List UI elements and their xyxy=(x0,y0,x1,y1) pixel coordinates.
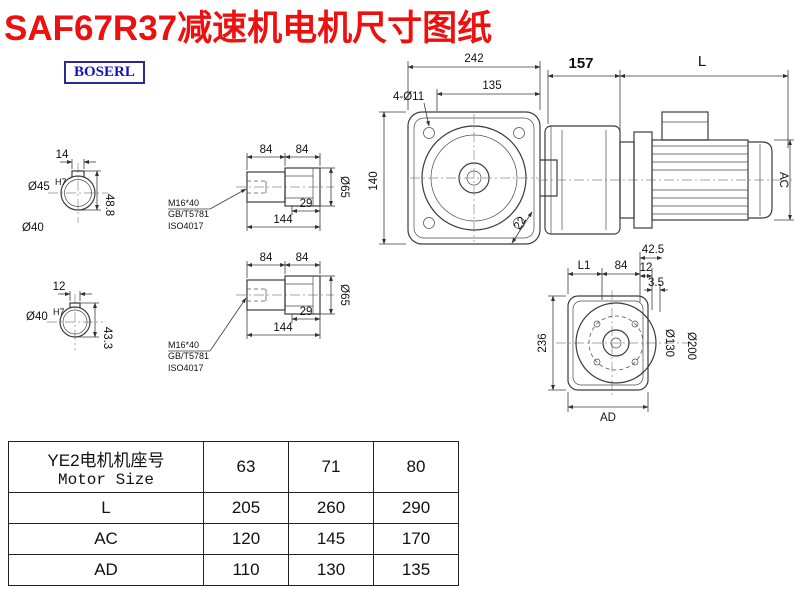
table-value-cell: 145 xyxy=(288,523,374,555)
dim-22: 22 xyxy=(512,215,529,232)
dim-AC: AC xyxy=(777,172,789,188)
dim-bore-tol-top: H7 xyxy=(55,177,67,187)
dim-flange-dia: Ø200 xyxy=(685,332,697,360)
dim-242: 242 xyxy=(464,53,483,65)
thread-callout-bottom: M16*40 xyxy=(168,340,199,350)
dim-84-rear: 84 xyxy=(615,260,628,272)
brand-logo: BOSERL xyxy=(64,61,145,84)
table-value-cell: 130 xyxy=(288,554,374,586)
std1-top: GB/T5781 xyxy=(168,209,209,219)
dim-bore-bottom: Ø40 xyxy=(26,311,48,323)
gearbox-front-view: 242 135 4-Ø11 140 22 xyxy=(368,53,558,245)
table-motor-label-cn: YE2电机机座号 xyxy=(47,450,165,470)
dim-bore-tol-bottom: H7 xyxy=(53,307,65,317)
shaft-profile-bottom: 84 84 29 144 Ø65 M16*40 GB/T5781 ISO4017 xyxy=(168,252,350,373)
dim-3-5: 3.5 xyxy=(648,277,664,289)
table-value-cell: 205 xyxy=(203,492,289,524)
label-bolt-holes: 4-Ø11 xyxy=(393,91,424,103)
dim-144-bottom: 144 xyxy=(273,322,293,334)
hollow-shaft-end-view-top: 14 Ø45 H7 48.8 Ø40 xyxy=(22,149,115,234)
dim-84b-top: 84 xyxy=(296,144,309,156)
dim-84a-top: 84 xyxy=(260,144,273,156)
dim-144-top: 144 xyxy=(273,214,293,226)
table-size-cell: 80 xyxy=(373,441,459,493)
dim-84b-bottom: 84 xyxy=(296,252,309,264)
dim-157: 157 xyxy=(568,55,593,72)
table-row-label: AC xyxy=(8,523,204,555)
dim-L: L xyxy=(698,53,706,70)
dim-42-5: 42.5 xyxy=(642,244,664,256)
table-value-cell: 170 xyxy=(373,523,459,555)
dim-29-top: 29 xyxy=(300,198,313,210)
dim-84a-bottom: 84 xyxy=(260,252,273,264)
dim-236: 236 xyxy=(537,333,549,352)
dim-12-rear: 12 xyxy=(640,262,653,274)
table-row-label: AD xyxy=(8,554,204,586)
dim-29-bottom: 29 xyxy=(300,306,313,318)
thread-callout-top: M16*40 xyxy=(168,198,199,208)
table-motor-label-cell: YE2电机机座号 Motor Size xyxy=(8,441,204,493)
motor-fins xyxy=(652,145,748,215)
dim-keyway-depth-bottom: 43.3 xyxy=(101,327,113,349)
std2-bottom: ISO4017 xyxy=(168,363,204,373)
table-motor-label-en: Motor Size xyxy=(57,470,154,489)
dim-keyway-depth-top: 48.8 xyxy=(103,194,115,216)
table-row-label: L xyxy=(8,492,204,524)
dim-bore-top: Ø45 xyxy=(28,181,50,193)
dim-dia65-top: Ø65 xyxy=(338,176,350,198)
table-value-cell: 110 xyxy=(203,554,289,586)
dim-AD: AD xyxy=(600,412,616,424)
dim-key-width-bottom: 12 xyxy=(53,281,66,293)
table-size-cell: 71 xyxy=(288,441,374,493)
table-value-cell: 120 xyxy=(203,523,289,555)
table-size-cell: 63 xyxy=(203,441,289,493)
dim-135: 135 xyxy=(482,80,501,92)
hollow-shaft-end-view-bottom: 12 Ø40 H7 43.3 xyxy=(26,281,113,350)
shaft-profile-top: 84 84 29 144 Ø65 M16*40 GB/T5781 ISO4017 xyxy=(168,144,350,231)
dim-bolt-circle: Ø130 xyxy=(663,329,675,357)
gearbox-output-view: L1 84 42.5 12 3.5 236 Ø130 Ø200 AD xyxy=(537,244,700,424)
table-value-cell: 260 xyxy=(288,492,374,524)
table-value-cell: 135 xyxy=(373,554,459,586)
motor-size-table: YE2电机机座号 Motor Size 63 71 80 L 205 260 2… xyxy=(8,441,459,586)
dim-key-width-top: 14 xyxy=(56,149,69,161)
gearmotor-side-view: 157 L AC xyxy=(538,53,794,235)
page-title: SAF67R37减速机电机尺寸图纸 xyxy=(4,9,493,48)
dim-dia65-bottom: Ø65 xyxy=(338,284,350,306)
table-value-cell: 290 xyxy=(373,492,459,524)
std2-top: ISO4017 xyxy=(168,221,204,231)
dim-140: 140 xyxy=(368,171,380,190)
dim-shaft-dia-top: Ø40 xyxy=(22,222,44,234)
std1-bottom: GB/T5781 xyxy=(168,351,209,361)
dim-L1: L1 xyxy=(578,260,591,272)
